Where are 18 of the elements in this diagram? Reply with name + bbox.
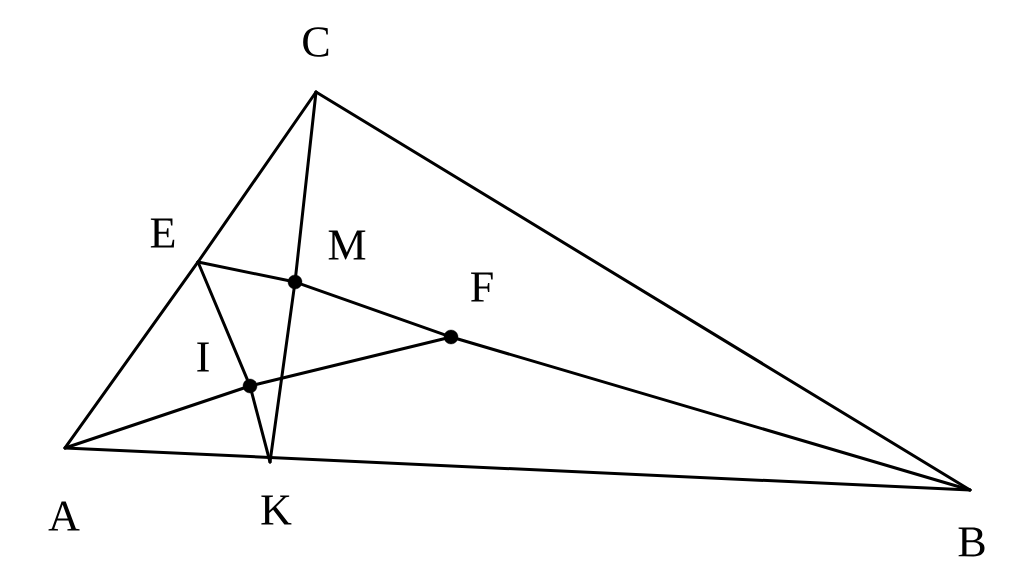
point-label: M xyxy=(328,230,366,260)
point-label: B xyxy=(958,527,985,557)
line-segment xyxy=(456,337,972,492)
line-segment xyxy=(255,337,446,386)
line-segment xyxy=(196,260,249,381)
point-label: E xyxy=(150,218,175,248)
line-segment xyxy=(268,287,296,464)
point-label: A xyxy=(48,501,80,531)
line-segment xyxy=(300,282,446,337)
point-label: C xyxy=(303,27,329,57)
line-segment xyxy=(294,90,318,277)
line-segment xyxy=(63,260,200,450)
line-segment xyxy=(63,386,245,450)
point-label: I xyxy=(197,342,209,372)
point-label: K xyxy=(261,495,292,525)
line-segment xyxy=(250,391,272,464)
point-label: F xyxy=(471,272,493,302)
line-segment xyxy=(196,260,290,283)
